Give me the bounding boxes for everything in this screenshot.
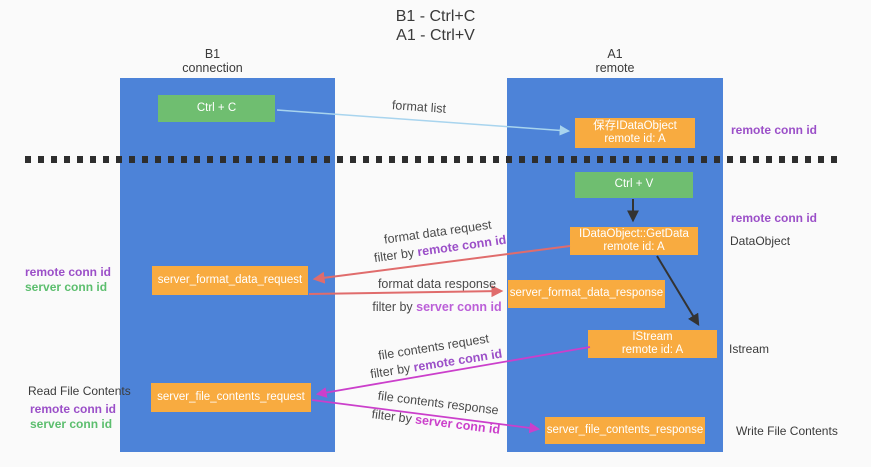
title-line-1: B1 - Ctrl+C	[395, 8, 476, 25]
label-format-data-request-prefix: filter by	[373, 245, 419, 266]
node-save-dataobject: 保存IDataObject remote id: A	[575, 118, 695, 148]
label-left-mid-conn-ids: remote conn id server conn id	[25, 265, 111, 295]
label-istream: Istream	[729, 342, 770, 356]
node-server-file-contents-response: server_file_contents_response	[545, 417, 705, 444]
label-dataobject: DataObject	[730, 234, 791, 248]
label-left-mid-server-conn-id: server conn id	[25, 280, 108, 294]
diagram-title: B1 - Ctrl+C A1 - Ctrl+V	[0, 7, 871, 45]
node-getdata-line2: remote id: A	[603, 241, 665, 253]
label-format-data-response-line1: format data response	[377, 277, 497, 291]
node-server-file-contents-request: server_file_contents_request	[151, 383, 311, 412]
right-column-subtitle: remote	[595, 61, 635, 75]
node-getdata-line1: IDataObject::GetData	[579, 227, 689, 240]
label-file-contents-response: file contents response filter by server …	[355, 384, 518, 441]
node-save-dataobject-line1: 保存IDataObject	[593, 119, 677, 132]
node-getdata: IDataObject::GetData remote id: A	[570, 227, 698, 255]
node-ctrl-c-label: Ctrl + C	[196, 101, 237, 114]
label-format-list: format list	[359, 96, 480, 118]
node-server-file-contents-request-label: server_file_contents_request	[157, 390, 305, 403]
label-format-data-request: format data request filter by remote con…	[357, 213, 520, 269]
right-column-title: A1	[607, 47, 623, 61]
label-left-bottom-server-conn-id: server conn id	[30, 417, 113, 431]
label-left-bottom-remote-conn-id: remote conn id	[30, 402, 117, 416]
label-format-data-response-conn: server conn id	[416, 300, 502, 314]
right-column-header: A1 remote	[507, 47, 723, 75]
label-file-contents-request: file contents request filter by remote c…	[353, 327, 516, 386]
node-istream-line2: remote id: A	[621, 344, 684, 356]
left-column-header: B1 connection	[105, 47, 320, 75]
label-format-list-text: format list	[391, 98, 447, 116]
node-server-format-data-request-label: server_format_data_request	[157, 273, 303, 286]
node-istream-line1: IStream	[632, 330, 673, 343]
label-format-data-response: format data response filter by server co…	[357, 273, 517, 319]
label-format-data-response-prefix: filter by	[372, 300, 417, 314]
node-server-file-contents-response-label: server_file_contents_response	[546, 423, 704, 436]
left-column-title: B1	[204, 47, 221, 61]
label-right-remote-conn-id-top: remote conn id	[731, 123, 818, 137]
left-column-subtitle: connection	[182, 61, 243, 75]
label-left-bottom-conn-ids: remote conn id server conn id	[30, 402, 116, 432]
label-format-data-response-line2: filter by server conn id	[357, 296, 517, 319]
node-ctrl-v: Ctrl + V	[575, 172, 693, 198]
node-ctrl-c: Ctrl + C	[158, 95, 275, 122]
label-read-file-contents: Read File Contents	[28, 384, 131, 398]
label-write-file-contents: Write File Contents	[736, 424, 838, 438]
label-right-remote-conn-id-mid: remote conn id	[731, 211, 818, 225]
node-server-format-data-response: server_format_data_response	[508, 280, 665, 308]
label-left-mid-remote-conn-id: remote conn id	[25, 265, 112, 279]
node-server-format-data-response-label: server_format_data_response	[509, 287, 664, 300]
node-server-format-data-request: server_format_data_request	[152, 266, 308, 295]
label-file-contents-response-prefix: filter by	[370, 407, 417, 427]
node-save-dataobject-line2: remote id: A	[604, 133, 666, 145]
dashed-separator	[25, 156, 843, 163]
node-ctrl-v-label: Ctrl + V	[614, 178, 654, 191]
node-istream: IStream remote id: A	[588, 330, 717, 358]
title-line-2: A1 - Ctrl+V	[396, 27, 475, 44]
